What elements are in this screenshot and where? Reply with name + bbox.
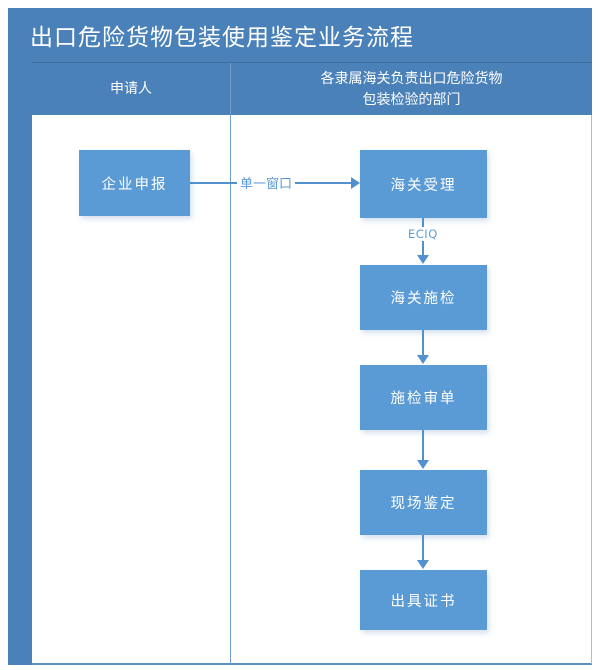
connector-appraisal-to-certificate	[422, 535, 424, 562]
node-enterprise-declaration[interactable]: 企业申报	[79, 150, 190, 216]
node-inspection-doc-review-label: 施检审单	[390, 391, 457, 407]
connector-acceptance-to-inspection-arrow	[417, 255, 429, 264]
node-customs-inspection[interactable]: 海关施检	[360, 265, 487, 330]
node-issue-certificate[interactable]: 出具证书	[360, 570, 487, 630]
connector-docreview-to-appraisal	[422, 430, 424, 462]
node-inspection-doc-review[interactable]: 施检审单	[360, 365, 487, 430]
connector-inspection-to-docreview	[422, 330, 424, 357]
page-title: 出口危险货物包装使用鉴定业务流程	[30, 25, 414, 51]
node-customs-acceptance-label: 海关受理	[390, 177, 457, 194]
connector-inspection-to-docreview-arrow	[417, 355, 429, 364]
node-enterprise-declaration-label: 企业申报	[101, 176, 168, 193]
swimlane-header-row: 申请人 各隶属海关负责出口危险货物 包装检验的部门	[32, 62, 592, 116]
column-header-customs-label: 各隶属海关负责出口危险货物 包装检验的部门	[320, 71, 503, 108]
node-onsite-appraisal[interactable]: 现场鉴定	[360, 470, 487, 535]
column-header-applicant: 申请人	[32, 63, 230, 116]
swimlane-divider	[230, 115, 231, 665]
connector-docreview-to-appraisal-arrow	[417, 460, 429, 469]
swimlane-body: 企业申报 海关受理 海关施检 施检审单 现场鉴定 出具证书 单一窗口 ECIQ	[32, 115, 592, 665]
connector-appraisal-to-certificate-arrow	[417, 560, 429, 569]
node-customs-inspection-label: 海关施检	[390, 291, 457, 307]
connector-enterprise-to-acceptance-label: 单一窗口	[237, 173, 296, 192]
node-onsite-appraisal-label: 现场鉴定	[390, 496, 457, 512]
node-customs-acceptance[interactable]: 海关受理	[360, 150, 487, 218]
swimlane-spine	[8, 62, 32, 665]
column-header-applicant-label: 申请人	[110, 81, 152, 98]
connector-acceptance-to-inspection-label: ECIQ	[405, 227, 441, 241]
node-issue-certificate-label: 出具证书	[390, 593, 457, 610]
connector-enterprise-to-acceptance-arrow	[351, 177, 360, 189]
title-bar: 出口危险货物包装使用鉴定业务流程	[8, 8, 592, 62]
column-header-customs: 各隶属海关负责出口危险货物 包装检验的部门	[230, 63, 592, 116]
